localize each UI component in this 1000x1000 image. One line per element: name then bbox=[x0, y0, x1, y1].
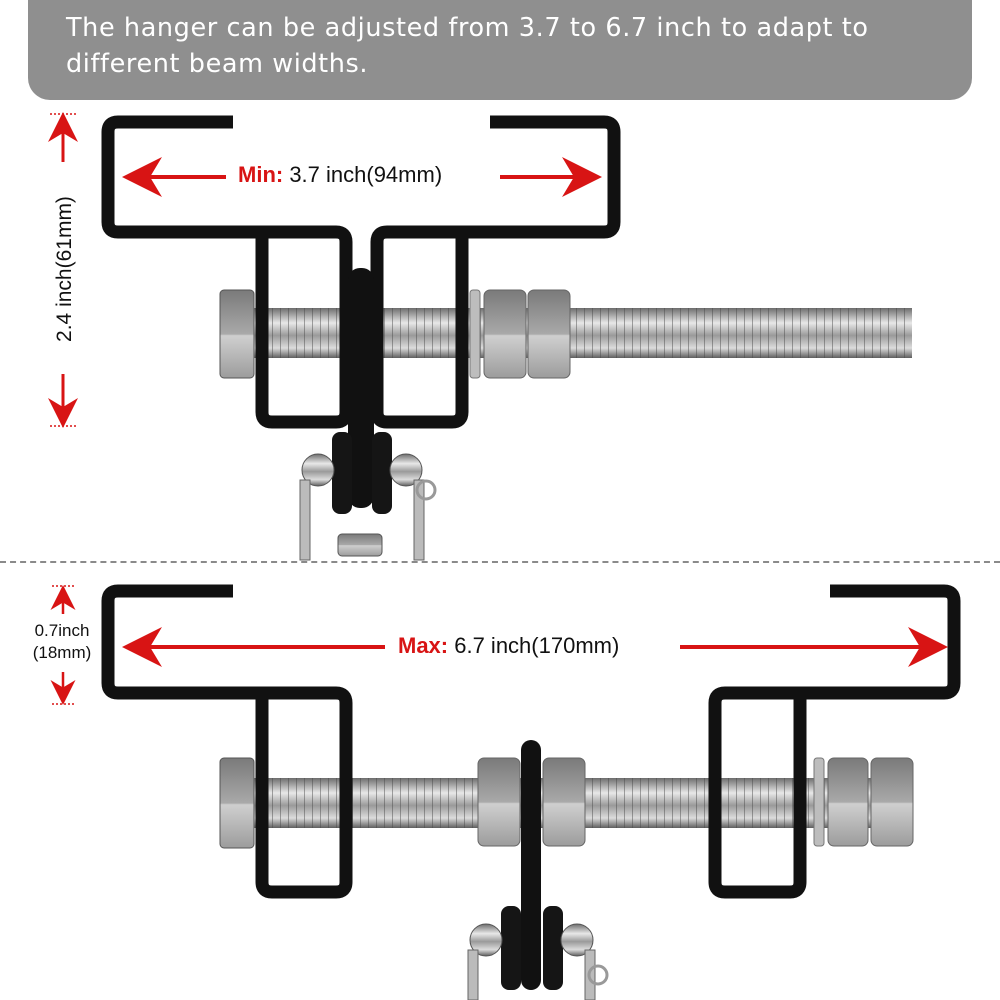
max-value: 6.7 inch(170mm) bbox=[448, 633, 620, 658]
banner-text: The hanger can be adjusted from 3.7 to 6… bbox=[66, 13, 869, 79]
min-width-label: Min: 3.7 inch(94mm) bbox=[238, 162, 442, 188]
section-divider bbox=[0, 561, 1000, 563]
height-label: 2.4 inch(61mm) bbox=[53, 196, 76, 342]
info-banner bbox=[28, 0, 972, 100]
lip-height-label: 0.7inch (18mm) bbox=[16, 620, 108, 664]
min-value: 3.7 inch(94mm) bbox=[283, 162, 443, 187]
lip-height-inch: 0.7inch bbox=[34, 621, 90, 640]
min-key: Min: bbox=[238, 162, 284, 187]
max-key: Max: bbox=[398, 633, 449, 658]
top-bracket bbox=[101, 115, 912, 561]
max-width-label: Max: 6.7 inch(170mm) bbox=[398, 633, 619, 659]
bottom-bracket bbox=[101, 584, 961, 1000]
lip-height-mm: (18mm) bbox=[32, 643, 92, 662]
